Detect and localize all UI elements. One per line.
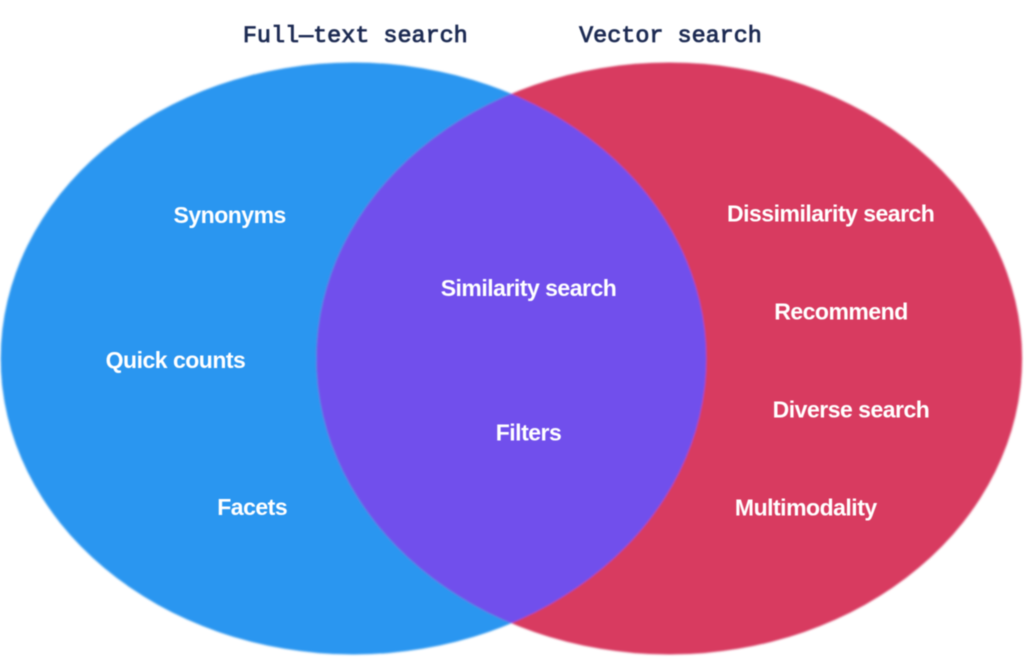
svg-text:Multimodality: Multimodality — [735, 494, 877, 520]
svg-text:Quick counts: Quick counts — [106, 347, 246, 373]
svg-text:Facets: Facets — [217, 494, 287, 520]
svg-text:Diverse search: Diverse search — [773, 397, 930, 423]
svg-text:Vector search: Vector search — [579, 23, 762, 50]
svg-text:Full—text search: Full—text search — [243, 23, 468, 50]
svg-text:Filters: Filters — [496, 420, 562, 446]
svg-text:Recommend: Recommend — [774, 299, 908, 325]
svg-text:Similarity search: Similarity search — [441, 275, 617, 301]
svg-text:Synonyms: Synonyms — [174, 202, 286, 228]
svg-text:Dissimilarity search: Dissimilarity search — [727, 201, 934, 227]
